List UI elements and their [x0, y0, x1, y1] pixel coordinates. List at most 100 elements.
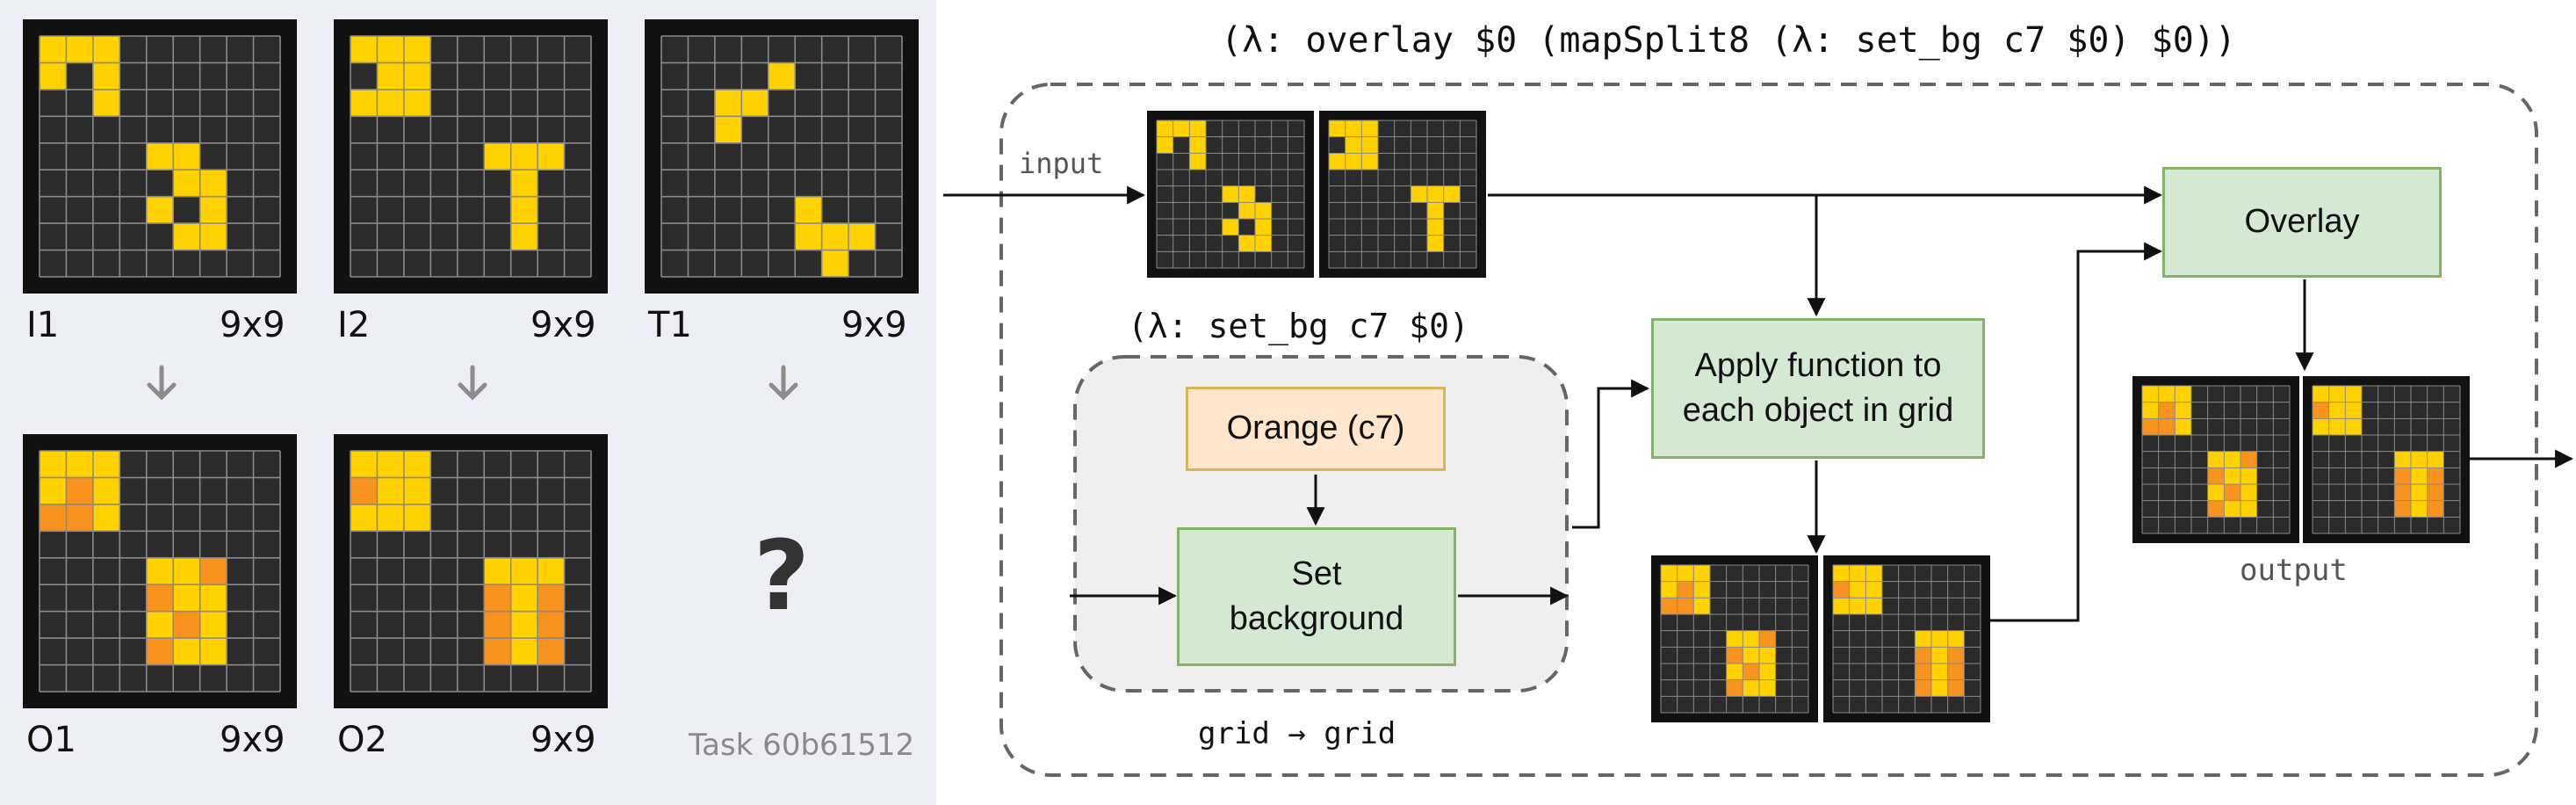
diagram-input-grid-1-yellow-cell — [1222, 185, 1239, 203]
diagram-mapped-grid-1-orange-cell — [1726, 647, 1743, 664]
grid-o1-yellow-cell — [92, 451, 120, 478]
grid-o1-yellow-cell — [199, 638, 227, 665]
function-to-apply-arrow — [1572, 379, 1650, 529]
diagram-input-grid-2-yellow-cell — [1361, 120, 1378, 137]
apply-function-node: Apply function to each object in grid — [1651, 318, 1985, 459]
diagram-output-grid-2-orange-cell — [2313, 402, 2329, 419]
diagram-output-grid-1-orange-cell — [2142, 418, 2159, 435]
grid-o2-orange-cell — [538, 611, 565, 639]
diagram-output-grid-1-orange-cell — [2240, 451, 2257, 468]
grid-i1-yellow-cell — [199, 196, 227, 224]
diagram-output-grid-1-yellow-cell — [2158, 386, 2176, 402]
diagram-input-grid-2-yellow-cell — [1345, 153, 1362, 170]
diagram-mapped-grid-2-yellow-cell — [1849, 565, 1866, 582]
diagram-input-grid-1-yellow-cell — [1238, 202, 1255, 219]
example-label-o1: O1 — [26, 720, 76, 760]
example-size-i1: 9x9 — [220, 305, 285, 345]
diagram-input-grid-2-yellow-cell — [1411, 185, 1427, 203]
grids-to-overlay-arrow — [1990, 242, 2163, 622]
diagram-input-grid-1-yellow-cell — [1238, 185, 1255, 203]
diagram-mapped-grid-2-yellow-cell — [1931, 679, 1948, 697]
diagram-input-grid-1 — [1147, 111, 1314, 278]
diagram-mapped-grid-1-yellow-cell — [1726, 630, 1743, 648]
diagram-output-grid-2-yellow-cell — [2411, 500, 2428, 518]
diagram-mapped-grid-2-orange-cell — [1947, 664, 1965, 680]
grid-i1-yellow-cell — [173, 170, 200, 197]
diagram-input-grid-2-yellow-cell — [1427, 185, 1444, 203]
grid-o2-yellow-cell — [510, 584, 538, 612]
grid-o2 — [334, 434, 608, 708]
grid-o2-orange-cell — [484, 584, 511, 612]
diagram-mapped-grid-1-orange-cell — [1726, 679, 1743, 697]
diagram-mapped-grid-2-yellow-cell — [1849, 598, 1866, 614]
diagram-output-grid-2-orange-cell — [2394, 468, 2411, 484]
grid-i1 — [23, 19, 297, 294]
grid-t1-yellow-cell — [821, 223, 849, 250]
grid-o2-yellow-cell — [538, 557, 565, 585]
diagram-mapped-grid-2-yellow-cell — [1865, 598, 1882, 614]
grid-o2-yellow-cell — [377, 504, 404, 532]
diagram-input-grid-1-yellow-cell — [1255, 219, 1272, 236]
example-label-i1: I1 — [26, 305, 60, 345]
diagram-input-grid-2-yellow-cell — [1361, 136, 1378, 154]
diagram-output-grid-1-yellow-cell — [2142, 402, 2159, 419]
overlay-node: Overlay — [2162, 167, 2442, 278]
diagram-output-grid-1-yellow-cell — [2224, 500, 2240, 518]
diagram-output-grid-2-yellow-cell — [2345, 386, 2362, 402]
diagram-mapped-grid-2-orange-cell — [1947, 679, 1965, 697]
diagram-mapped-grid-1-orange-cell — [1677, 598, 1694, 614]
grid-o1-orange-cell — [66, 504, 93, 532]
diagram-mapped-grid-2-yellow-cell — [1931, 647, 1948, 664]
diagram-input-grid-2 — [1319, 111, 1486, 278]
grid-o1-yellow-cell — [173, 557, 200, 585]
grid-o2-orange-cell — [538, 638, 565, 665]
grid-i1-yellow-cell — [92, 36, 120, 63]
grid-t1-yellow-cell — [795, 223, 822, 250]
diagram-mapped-grid-1-yellow-cell — [1743, 630, 1759, 648]
diagram-output-grid-1-yellow-cell — [2240, 468, 2257, 484]
diagram-input-grid-2-yellow-cell — [1345, 136, 1362, 154]
diagram-input-grid-2-yellow-cell — [1427, 202, 1444, 219]
grid-o2-yellow-cell — [403, 451, 431, 478]
diagram-mapped-grid-1-yellow-cell — [1693, 581, 1710, 598]
grid-t1-yellow-cell — [768, 62, 796, 90]
diagram-output-grid-2-yellow-cell — [2411, 451, 2428, 468]
diagram-input-grid-1-yellow-cell — [1189, 136, 1206, 154]
diagram-mapped-grid-2-orange-cell — [1915, 679, 1931, 697]
diagram-output-grid-2-orange-cell — [2394, 484, 2411, 501]
grid-i2 — [334, 19, 608, 294]
grid-o2-orange-cell — [484, 638, 511, 665]
diagram-output-grid-1-orange-cell — [2207, 468, 2225, 484]
grid-o2-yellow-cell — [377, 451, 404, 478]
diagram-output-grid-2-yellow-cell — [2411, 484, 2428, 501]
diagram-mapped-grid-2-yellow-cell — [1931, 630, 1948, 648]
diagram-mapped-grid-1-yellow-cell — [1743, 679, 1759, 697]
example-arrows — [147, 365, 798, 401]
diagram-mapped-grid-1-orange-cell — [1677, 581, 1694, 598]
diagram-output-grid-1-orange-cell — [2158, 418, 2176, 435]
diagram-mapped-grid-2-orange-cell — [1915, 664, 1931, 680]
diagram-output-grid-1-yellow-cell — [2224, 451, 2240, 468]
diagram-output-grid-1-orange-cell — [2158, 402, 2176, 419]
grid-o1-yellow-cell — [92, 504, 120, 532]
task-label: Task 60b61512 — [689, 728, 915, 763]
diagram-mapped-grid-1-orange-cell — [1743, 664, 1759, 680]
example-label-i2: I2 — [337, 305, 371, 345]
grid-o2-yellow-cell — [350, 504, 378, 532]
grid-i1-yellow-cell — [40, 62, 67, 90]
diagram-input-grid-2-yellow-cell — [1361, 153, 1378, 170]
grid-o2-yellow-cell — [403, 504, 431, 532]
diagram-output-grid-2-orange-cell — [2427, 484, 2444, 501]
output-label: output — [2240, 553, 2348, 588]
grid-t1-yellow-cell — [714, 89, 742, 117]
diagram-input-grid-2-yellow-cell — [1345, 120, 1362, 137]
grid-i2-yellow-cell — [350, 36, 378, 63]
diagram-output-grid-2-yellow-cell — [2328, 386, 2346, 402]
diagram-mapped-grid-2-yellow-cell — [1849, 581, 1866, 598]
diagram-output-grid-2-yellow-cell — [2313, 386, 2329, 402]
diagram-input-grid-1-yellow-cell — [1238, 235, 1255, 252]
diagram-output-grid-1-yellow-cell — [2224, 468, 2240, 484]
diagram-output-grid-1 — [2132, 376, 2299, 543]
diagram-mapped-grid-1 — [1651, 555, 1818, 722]
diagram-output-grid-1-yellow-cell — [2175, 402, 2191, 419]
